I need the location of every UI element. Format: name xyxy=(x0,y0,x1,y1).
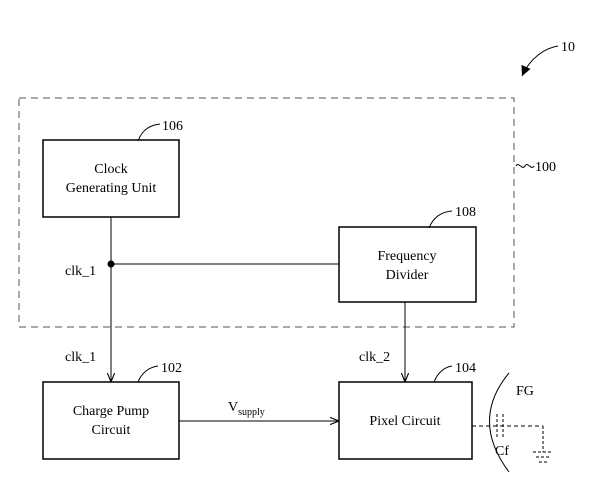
clock-unit-ref-leader xyxy=(137,123,161,142)
clock-generating-unit-box xyxy=(42,139,180,218)
freq-divider-ref-label: 108 xyxy=(455,205,476,220)
clock-unit-ref-label: 106 xyxy=(162,119,183,134)
vsupply-label: Vsupply xyxy=(228,400,265,418)
clk1-label-bottom: clk_1 xyxy=(65,350,96,365)
group-ref-label: 100 xyxy=(535,160,556,175)
pixel-ref-leader xyxy=(433,365,453,383)
clock-unit-line2: Generating Unit xyxy=(66,181,157,196)
system-ref-label: 10 xyxy=(561,40,575,55)
frequency-divider-box xyxy=(338,226,477,303)
charge-pump-line2: Circuit xyxy=(92,423,131,438)
clock-unit-line1: Clock xyxy=(94,162,127,177)
charge-pump-ref-leader xyxy=(137,365,159,383)
system-ref-arrow xyxy=(521,45,559,77)
freq-divider-line2: Divider xyxy=(386,268,429,283)
fg-label: FG xyxy=(516,384,534,399)
pixel-circuit-box xyxy=(338,381,473,460)
clk1-label-top: clk_1 xyxy=(65,264,96,279)
freq-divider-ref-leader xyxy=(428,210,453,229)
cf-label: Cf xyxy=(495,444,509,459)
group-ref-leader xyxy=(515,164,535,168)
charge-pump-ref-label: 102 xyxy=(161,361,182,376)
freq-divider-line1: Frequency xyxy=(377,249,436,264)
finger-outline-arc xyxy=(489,372,510,473)
group-boundary-box xyxy=(18,97,515,328)
clk2-label: clk_2 xyxy=(359,350,390,365)
pixel-circuit-label: Pixel Circuit xyxy=(369,414,440,429)
ground-icon xyxy=(533,451,553,463)
charge-pump-circuit-box xyxy=(42,381,180,460)
pixel-ref-label: 104 xyxy=(455,361,476,376)
charge-pump-line1: Charge Pump xyxy=(73,404,149,419)
